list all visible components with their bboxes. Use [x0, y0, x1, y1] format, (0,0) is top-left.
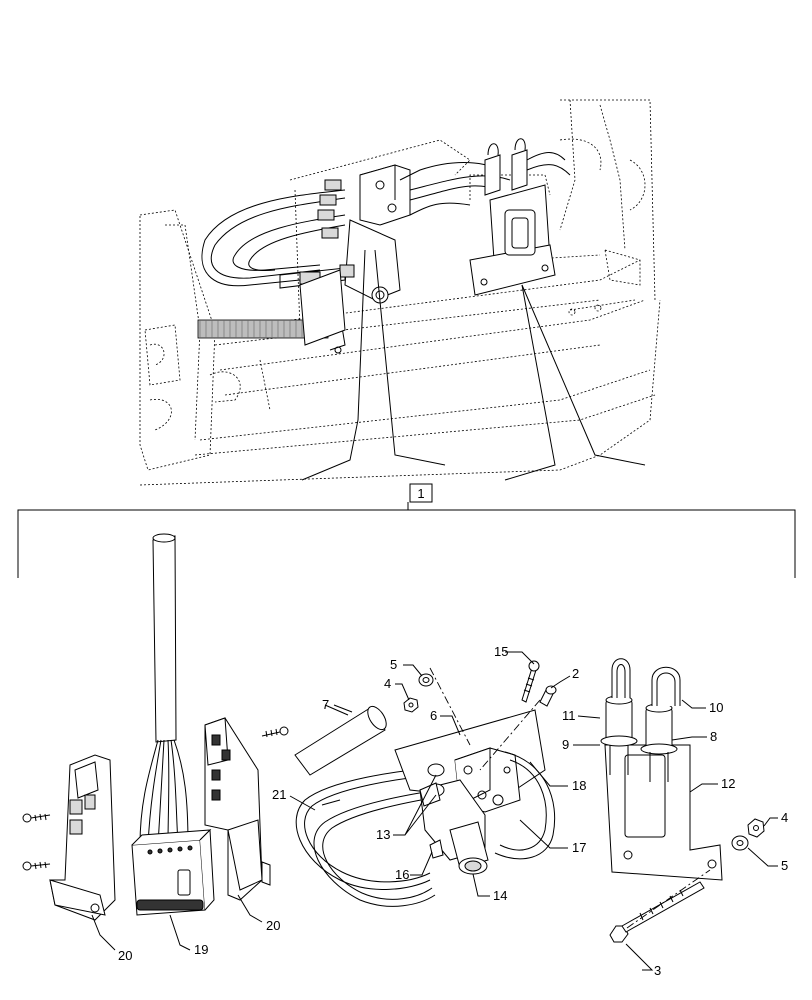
callout-3: 3	[654, 963, 661, 978]
callout-14: 14	[493, 888, 507, 903]
wire-harness-connector	[131, 533, 215, 951]
callout-20-left: 20	[118, 948, 132, 963]
callout-5-right: 5	[781, 858, 788, 873]
callout-7: 7	[322, 697, 329, 712]
callout-2: 2	[572, 666, 579, 681]
callout-16: 16	[395, 867, 409, 882]
callout-4-right: 4	[781, 810, 788, 825]
callout-13: 13	[376, 827, 390, 842]
pipe-sleeve	[294, 704, 387, 776]
callout-box-1	[409, 483, 433, 503]
switch-bracket-assembly	[600, 658, 765, 943]
callout-6: 6	[430, 708, 437, 723]
callout-10: 10	[709, 700, 723, 715]
callout-9: 9	[562, 737, 569, 752]
hydraulic-hoses	[295, 767, 439, 907]
connector-housing-left	[22, 754, 116, 951]
leader-lines	[289, 651, 778, 971]
callout-1: 1	[417, 486, 424, 501]
callout-21: 21	[272, 787, 286, 802]
assembly-bracket: 1	[17, 483, 796, 578]
callout-11: 11	[562, 708, 576, 723]
callout-18: 18	[572, 778, 586, 793]
callout-19: 19	[194, 942, 208, 957]
callout-20-mid: 20	[266, 918, 280, 933]
callout-5-left: 5	[390, 657, 397, 672]
valve-assembly	[394, 660, 557, 875]
callout-17: 17	[572, 840, 586, 855]
machine-overview-illustration	[139, 99, 661, 486]
callout-12: 12	[721, 776, 735, 791]
callout-8: 8	[710, 729, 717, 744]
connector-housing-mid	[204, 717, 289, 923]
callout-4-left: 4	[384, 676, 391, 691]
callout-15: 15	[494, 644, 508, 659]
callout-labels: 15 2 5 4 7 6 21 13 16 14 17 18 11 9 8 10…	[118, 644, 788, 978]
